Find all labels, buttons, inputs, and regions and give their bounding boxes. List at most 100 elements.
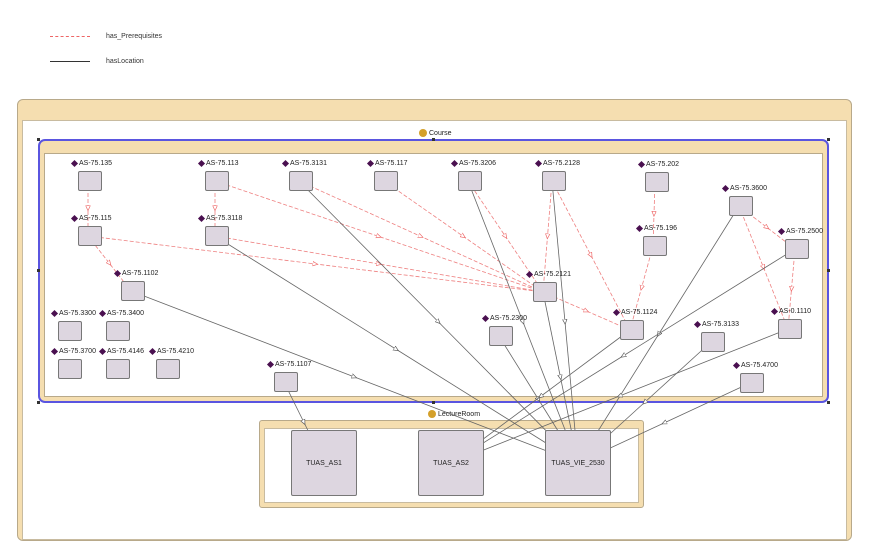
course-node-label: AS-75.1124 <box>612 308 658 317</box>
course-node[interactable] <box>729 196 753 216</box>
individual-icon <box>525 270 534 279</box>
lecture-room-node[interactable]: TUAS_AS2 <box>418 430 484 496</box>
course-node[interactable] <box>533 282 557 302</box>
resize-handle[interactable] <box>37 269 40 272</box>
course-id-text: AS-75.135 <box>79 160 113 167</box>
course-id-text: AS-75.3206 <box>459 160 496 167</box>
individual-icon <box>70 159 79 168</box>
course-id-text: AS-75.202 <box>646 161 680 168</box>
course-id-text: AS-75.2121 <box>534 271 571 278</box>
course-id-text: AS-75.117 <box>375 160 408 167</box>
individual-icon <box>534 159 543 168</box>
individual-icon <box>197 159 206 168</box>
resize-handle[interactable] <box>37 401 40 404</box>
individual-icon <box>635 224 644 233</box>
course-node[interactable] <box>106 321 130 341</box>
course-node[interactable] <box>78 171 102 191</box>
course-node[interactable] <box>620 320 644 340</box>
course-id-text: AS-75.3300 <box>59 310 96 317</box>
individual-icon <box>481 314 490 323</box>
individual-icon <box>98 347 107 356</box>
course-node[interactable] <box>156 359 180 379</box>
course-node[interactable] <box>740 373 764 393</box>
course-node-label: AS-75.1102 <box>113 269 159 278</box>
course-node-label: AS-75.2121 <box>525 270 571 279</box>
course-group-title: Course <box>429 129 452 137</box>
individual-icon <box>70 214 79 223</box>
course-id-text: AS-75.3131 <box>290 160 327 167</box>
course-group-label[interactable]: Course <box>419 129 452 137</box>
course-id-text: AS-75.2128 <box>543 160 580 167</box>
course-node-label: AS-75.3133 <box>693 320 739 329</box>
course-node-label: AS-75.4700 <box>732 361 778 370</box>
course-id-text: AS-75.113 <box>206 160 239 167</box>
individual-icon <box>98 309 107 318</box>
course-id-text: AS-75.3700 <box>59 348 96 355</box>
course-node-label: AS-75.1107 <box>266 360 311 369</box>
course-node[interactable] <box>458 171 482 191</box>
course-node-label: AS-75.117 <box>366 159 408 168</box>
legend-label: hasLocation <box>106 57 144 65</box>
dashed-line-swatch <box>50 35 90 37</box>
course-node[interactable] <box>645 172 669 192</box>
course-node-label: AS-75.3131 <box>281 159 327 168</box>
course-node-label: AS-0.1110 <box>770 307 812 316</box>
course-id-text: AS-75.1102 <box>122 270 159 277</box>
course-node[interactable] <box>643 236 667 256</box>
course-id-text: AS-75.4700 <box>741 362 778 369</box>
individual-icon <box>197 214 206 223</box>
individual-icon <box>281 159 290 168</box>
course-id-text: AS-75.3400 <box>107 310 144 317</box>
solid-line-swatch <box>50 60 90 62</box>
course-node[interactable] <box>58 321 82 341</box>
course-node-label: AS-75.3300 <box>50 309 96 318</box>
course-id-text: AS-75.1124 <box>621 309 658 316</box>
lecture-room-node[interactable]: TUAS_VIE_2530 <box>545 430 611 496</box>
course-node[interactable] <box>106 359 130 379</box>
course-node[interactable] <box>785 239 809 259</box>
individual-icon <box>113 269 122 278</box>
room-group-title: LectureRoom <box>438 410 481 418</box>
course-node[interactable] <box>121 281 145 301</box>
course-node-label: AS-75.2300 <box>481 314 527 323</box>
course-node-label: AS-75.4146 <box>98 347 144 356</box>
course-node-label: AS-75.3400 <box>98 309 144 318</box>
course-node-label: AS-75.3600 <box>721 184 767 193</box>
resize-handle[interactable] <box>432 138 435 141</box>
resize-handle[interactable] <box>37 138 40 141</box>
course-node-label: AS-75.135 <box>70 159 113 168</box>
course-node[interactable] <box>489 326 513 346</box>
room-name-text: TUAS_AS1 <box>306 459 342 467</box>
legend-item-has-location: hasLocation <box>50 55 162 67</box>
course-node[interactable] <box>58 359 82 379</box>
resize-handle[interactable] <box>432 401 435 404</box>
course-node[interactable] <box>701 332 725 352</box>
course-node[interactable] <box>374 171 398 191</box>
course-node[interactable] <box>289 171 313 191</box>
course-id-text: AS-75.3133 <box>702 321 739 328</box>
resize-handle[interactable] <box>827 401 830 404</box>
class-icon <box>428 410 436 418</box>
course-id-text: AS-0.1110 <box>779 308 812 315</box>
course-id-text: AS-75.115 <box>79 215 112 222</box>
course-node[interactable] <box>778 319 802 339</box>
course-node[interactable] <box>78 226 102 246</box>
course-node[interactable] <box>205 171 229 191</box>
resize-handle[interactable] <box>827 269 830 272</box>
resize-handle[interactable] <box>827 138 830 141</box>
individual-icon <box>148 347 157 356</box>
course-node[interactable] <box>274 372 298 392</box>
individual-icon <box>266 360 275 369</box>
legend: has_Prerequisites hasLocation <box>50 30 162 80</box>
class-icon <box>419 129 427 137</box>
individual-icon <box>693 320 702 329</box>
course-node[interactable] <box>542 171 566 191</box>
individual-icon <box>612 308 621 317</box>
room-group-label[interactable]: LectureRoom <box>428 410 480 418</box>
individual-icon <box>721 184 730 193</box>
course-node-label: AS-75.3206 <box>450 159 496 168</box>
lecture-room-node[interactable]: TUAS_AS1 <box>291 430 357 496</box>
course-node-label: AS-75.115 <box>70 214 112 223</box>
course-node-label: AS-75.196 <box>635 224 677 233</box>
course-node[interactable] <box>205 226 229 246</box>
